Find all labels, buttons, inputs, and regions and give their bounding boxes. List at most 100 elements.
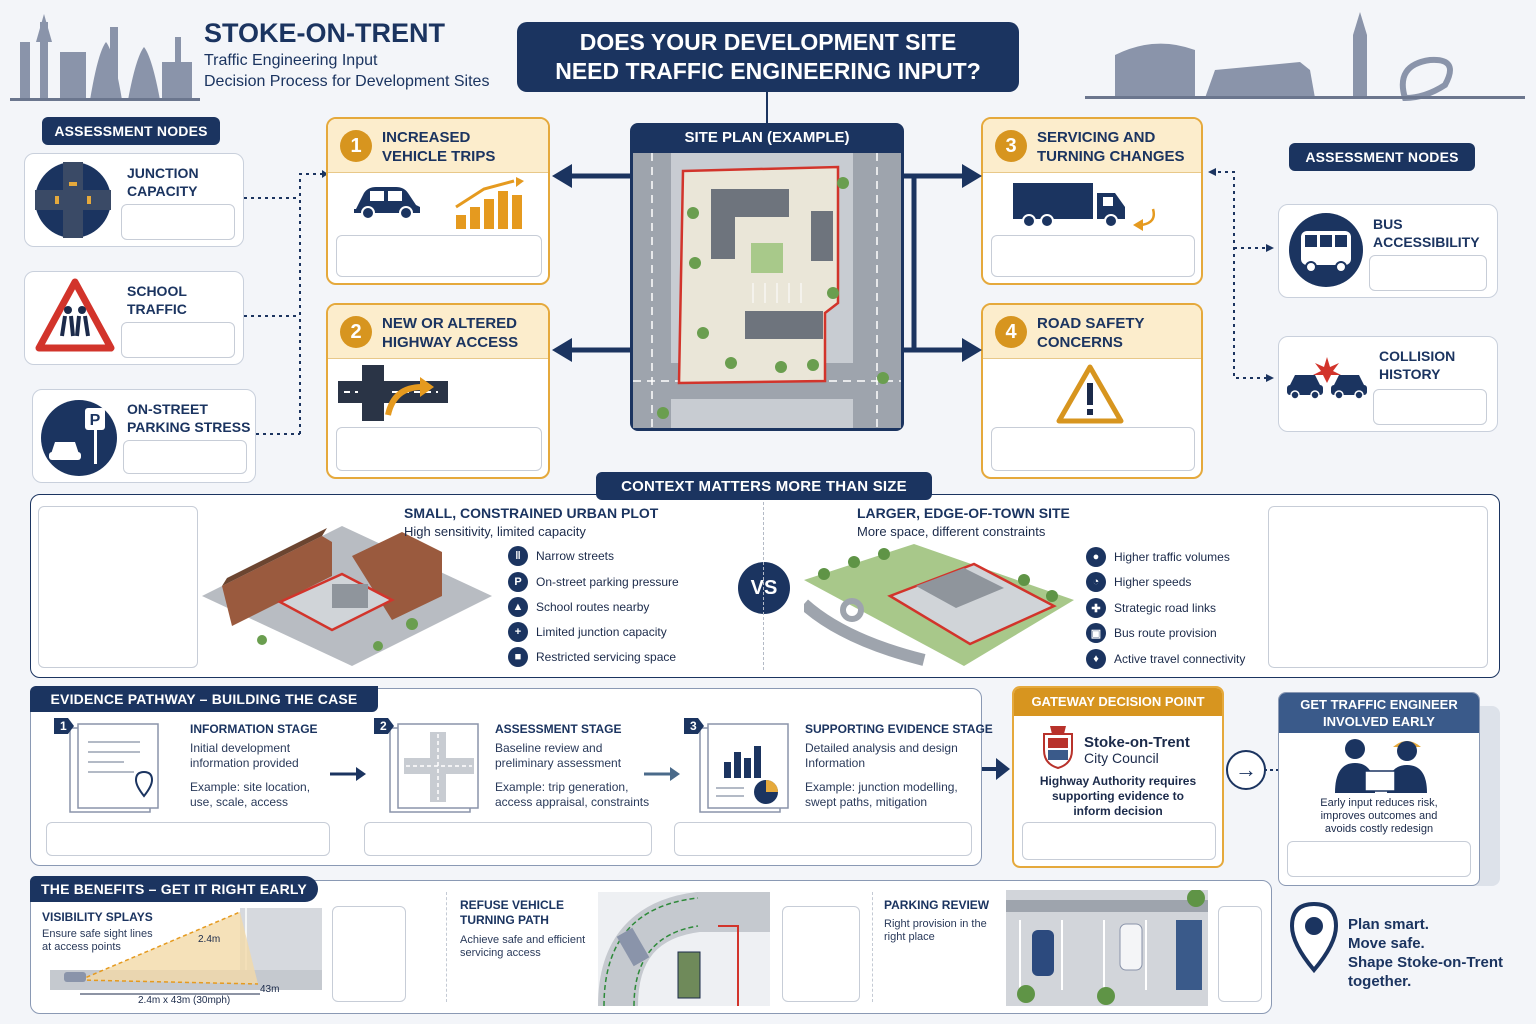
parking-icon: P — [41, 400, 117, 476]
evidence-stage-2-example: Example: trip generation,access appraisa… — [495, 780, 650, 809]
node-parking-stress: P ON-STREET PARKING STRESS — [32, 389, 256, 483]
left-nodes-heading: ASSESSMENT NODES — [42, 117, 220, 145]
context-heading: CONTEXT MATTERS MORE THAN SIZE — [596, 472, 932, 500]
node-collision-label: COLLISION HISTORY — [1379, 348, 1456, 382]
evidence-stage-3-number: 3 — [690, 719, 697, 733]
header-subtitle-1: Traffic Engineering Input — [204, 52, 378, 69]
context-right-item-5: ♦Active travel connectivity — [1086, 649, 1245, 669]
refuse-turning-diagram — [598, 892, 770, 1006]
step-2-number: 2 — [340, 316, 372, 348]
context-right-field[interactable] — [1268, 506, 1488, 668]
node-school-label: SCHOOL TRAFFIC — [127, 283, 187, 317]
bus-icon — [1289, 213, 1363, 287]
evidence-stage-3-title: SUPPORTING EVIDENCE STAGE — [805, 722, 993, 736]
city-title: STOKE-ON-TRENT — [204, 18, 445, 48]
evidence-stage-2-title: ASSESSMENT STAGE — [495, 722, 622, 736]
gateway-field[interactable] — [1022, 822, 1216, 860]
evidence-stage-1-field[interactable] — [46, 822, 330, 856]
context-right-item-1: ●Higher traffic volumes — [1086, 547, 1230, 567]
gateway-dashed-line — [1264, 769, 1280, 771]
bus-accessibility-field[interactable] — [1369, 255, 1487, 291]
parking-pressure-icon: P — [508, 572, 528, 592]
refuse-field[interactable] — [782, 906, 860, 1002]
bus-route-icon: ▣ — [1086, 623, 1106, 643]
engineer-text: Early input reduces risk,improves outcom… — [1320, 797, 1438, 835]
evidence-stage-1-number: 1 — [60, 719, 67, 733]
svg-text:P: P — [90, 412, 101, 429]
engineers-meeting-icon — [1335, 739, 1427, 793]
junction-capacity-field[interactable] — [121, 204, 235, 240]
context-right-item-3: ✚Strategic road links — [1086, 598, 1216, 618]
collision-history-field[interactable] — [1373, 389, 1487, 425]
parking-review-field[interactable] — [1218, 906, 1262, 1002]
site-plan-title: SITE PLAN (EXAMPLE) — [684, 129, 850, 146]
warning-triangle-icon — [1056, 364, 1124, 424]
narrow-streets-icon: ‖ — [508, 546, 528, 566]
gateway-next-arrow-icon[interactable]: → — [1226, 750, 1266, 790]
urban-plot-illustration — [202, 526, 492, 666]
assessment-document-icon — [374, 718, 479, 813]
location-pin-icon — [1289, 901, 1339, 974]
step-4-field[interactable] — [991, 427, 1195, 471]
context-left-field[interactable] — [38, 506, 198, 668]
access-road-icon — [338, 365, 448, 421]
evidence-stage-3-example: Example: junction modelling,swept paths,… — [805, 780, 958, 809]
speed-icon: ◔ — [1086, 572, 1106, 592]
node-bus-accessibility: BUS ACCESSIBILITY — [1278, 204, 1498, 298]
evidence-stage-3-field[interactable] — [674, 822, 972, 856]
step-1-number: 1 — [340, 130, 372, 162]
context-left-item-3: ▲School routes nearby — [508, 597, 649, 617]
servicing-space-icon: ■ — [508, 647, 528, 667]
parking-stress-field[interactable] — [123, 440, 247, 474]
council-crest-icon — [1043, 726, 1073, 770]
visibility-field[interactable] — [332, 906, 406, 1002]
context-right-item-4: ▣Bus route provision — [1086, 623, 1217, 643]
node-school-traffic: SCHOOL TRAFFIC — [24, 271, 244, 365]
right-nodes-heading: ASSESSMENT NODES — [1289, 143, 1475, 171]
question-connector — [766, 92, 768, 124]
gateway-heading: GATEWAY DECISION POINT — [1014, 688, 1222, 716]
visibility-splay-diagram — [50, 908, 322, 995]
main-question-banner: DOES YOUR DEVELOPMENT SITE NEED TRAFFIC … — [517, 22, 1019, 92]
engineer-field[interactable] — [1287, 841, 1471, 877]
benefits-divider-1 — [446, 892, 447, 1002]
step-1-field[interactable] — [336, 235, 542, 277]
step-3-field[interactable] — [991, 235, 1195, 277]
question-line-1: DOES YOUR DEVELOPMENT SITE — [579, 29, 957, 55]
collision-icon — [1287, 357, 1367, 400]
site-plan-arrows-left — [552, 164, 630, 362]
left-dotted-connectors — [244, 170, 328, 435]
question-line-2: NEED TRAFFIC ENGINEERING INPUT? — [555, 58, 981, 84]
parking-review-diagram — [1006, 890, 1208, 1006]
step-4-number: 4 — [995, 316, 1027, 348]
gateway-org-sub: City Council — [1084, 750, 1159, 766]
context-right-title: LARGER, EDGE-OF-TOWN SITE — [857, 505, 1070, 521]
benefits-divider-2 — [872, 892, 873, 1002]
site-plan-arrows-right — [904, 164, 982, 362]
site-plan-panel: SITE PLAN (EXAMPLE) — [630, 123, 904, 431]
slogan-text: Plan smart.Move safe.Shape Stoke-on-Tren… — [1348, 916, 1504, 990]
context-left-title: SMALL, CONSTRAINED URBAN PLOT — [404, 505, 659, 521]
node-junction-label: JUNCTION CAPACITY — [127, 165, 199, 199]
step-2-field[interactable] — [336, 427, 542, 471]
evidence-stage-1-title: INFORMATION STAGE — [190, 722, 318, 736]
evidence-stage-2-number: 2 — [380, 719, 387, 733]
node-bus-label: BUS ACCESSIBILITY — [1373, 216, 1480, 250]
evidence-stage-2-field[interactable] — [364, 822, 652, 856]
step-3-number: 3 — [995, 130, 1027, 162]
evidence-heading: EVIDENCE PATHWAY – BUILDING THE CASE — [30, 686, 378, 712]
skyline-right-illustration — [1085, 12, 1525, 102]
school-traffic-field[interactable] — [121, 322, 235, 358]
context-divider — [763, 502, 764, 670]
